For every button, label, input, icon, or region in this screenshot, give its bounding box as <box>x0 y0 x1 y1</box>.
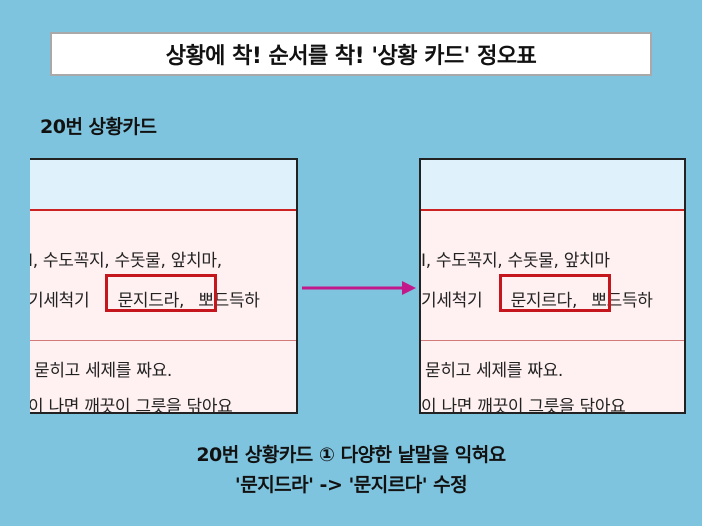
right-arrow-icon <box>302 281 416 295</box>
card-text-line: 기세척기 문지드라, 뽀드득하 <box>30 286 260 311</box>
misspelled-word: 문지드라, <box>117 291 185 311</box>
card-text-segment: 뽀드득하 <box>591 291 653 311</box>
card-text-line: I, 수도꼭지, 수돗물, 앞치마, <box>30 251 222 271</box>
card-text-line: I, 수도꼭지, 수돗물, 앞치마 <box>421 251 610 271</box>
card-text-line: 이 나면 깨끗이 그릇을 닦아요 <box>30 397 233 414</box>
after-card-excerpt: I, 수도꼭지, 수돗물, 앞치마 기세척기 문지르다, 뽀드득하 묻히고 세제… <box>419 158 686 414</box>
title-box: 상황에 착! 순서를 착! '상황 카드' 정오표 <box>50 32 652 76</box>
card-text-line: 이 나면 깨끗이 그릇을 닦아요 <box>421 397 626 414</box>
highlight-box <box>105 274 217 312</box>
card-number-label: 20번 상황카드 <box>40 116 157 138</box>
card-text-line: 묻히고 세제를 짜요. <box>425 361 564 381</box>
corrected-word: 문지르다, <box>510 291 578 311</box>
page-title: 상황에 착! 순서를 착! '상황 카드' 정오표 <box>165 44 537 69</box>
before-card-excerpt: I, 수도꼭지, 수돗물, 앞치마, 기세척기 문지드라, 뽀드득하 묻히고 세… <box>30 158 298 414</box>
card-text-segment: 기세척기 <box>30 291 90 311</box>
card-header-band <box>421 160 684 211</box>
caption-line: '문지드라' -> '문지르다' 수정 <box>234 474 468 496</box>
card-text-line: 묻히고 세제를 짜요. <box>34 361 173 381</box>
card-header-band <box>30 160 296 211</box>
card-text-segment: 뽀드득하 <box>198 291 260 311</box>
highlight-box <box>499 274 611 312</box>
card-text-segment: 기세척기 <box>421 291 483 311</box>
divider <box>421 340 684 341</box>
card-text-line: 기세척기 문지르다, 뽀드득하 <box>421 286 653 311</box>
caption-line: 20번 상황카드 ① 다양한 낱말을 익혀요 <box>196 444 506 466</box>
divider <box>30 340 296 341</box>
